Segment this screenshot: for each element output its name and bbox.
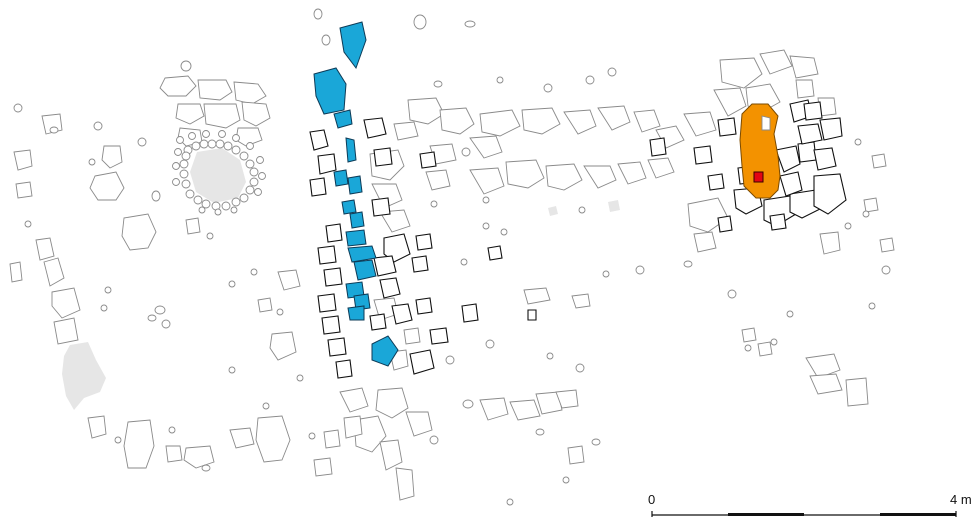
blue-stone [371,335,399,367]
scale-bar: 0 4 m [648,492,972,517]
scale-start-label: 0 [648,492,655,507]
blue-stone [341,199,357,215]
blue-stone [345,137,357,163]
blue-stone [353,259,377,281]
grey-stones-wall [403,49,895,465]
grey-patches [62,148,620,410]
blue-stone [333,169,349,187]
orange-feature [739,103,781,199]
cobbled-pit [172,130,266,216]
blue-stone [347,245,377,263]
blue-stone [345,229,367,247]
scale-end-label: 4 m [950,492,972,507]
black-stones [309,99,847,379]
blue-stone [339,21,367,70]
blue-feature-stones [313,21,399,367]
blue-stone [349,211,365,229]
blue-stone [347,305,365,321]
blue-stone [347,175,363,195]
blue-stone [353,293,371,311]
red-marker [753,171,764,183]
blue-stone [333,109,353,129]
small-stones [13,8,891,506]
blue-stone [313,67,347,115]
